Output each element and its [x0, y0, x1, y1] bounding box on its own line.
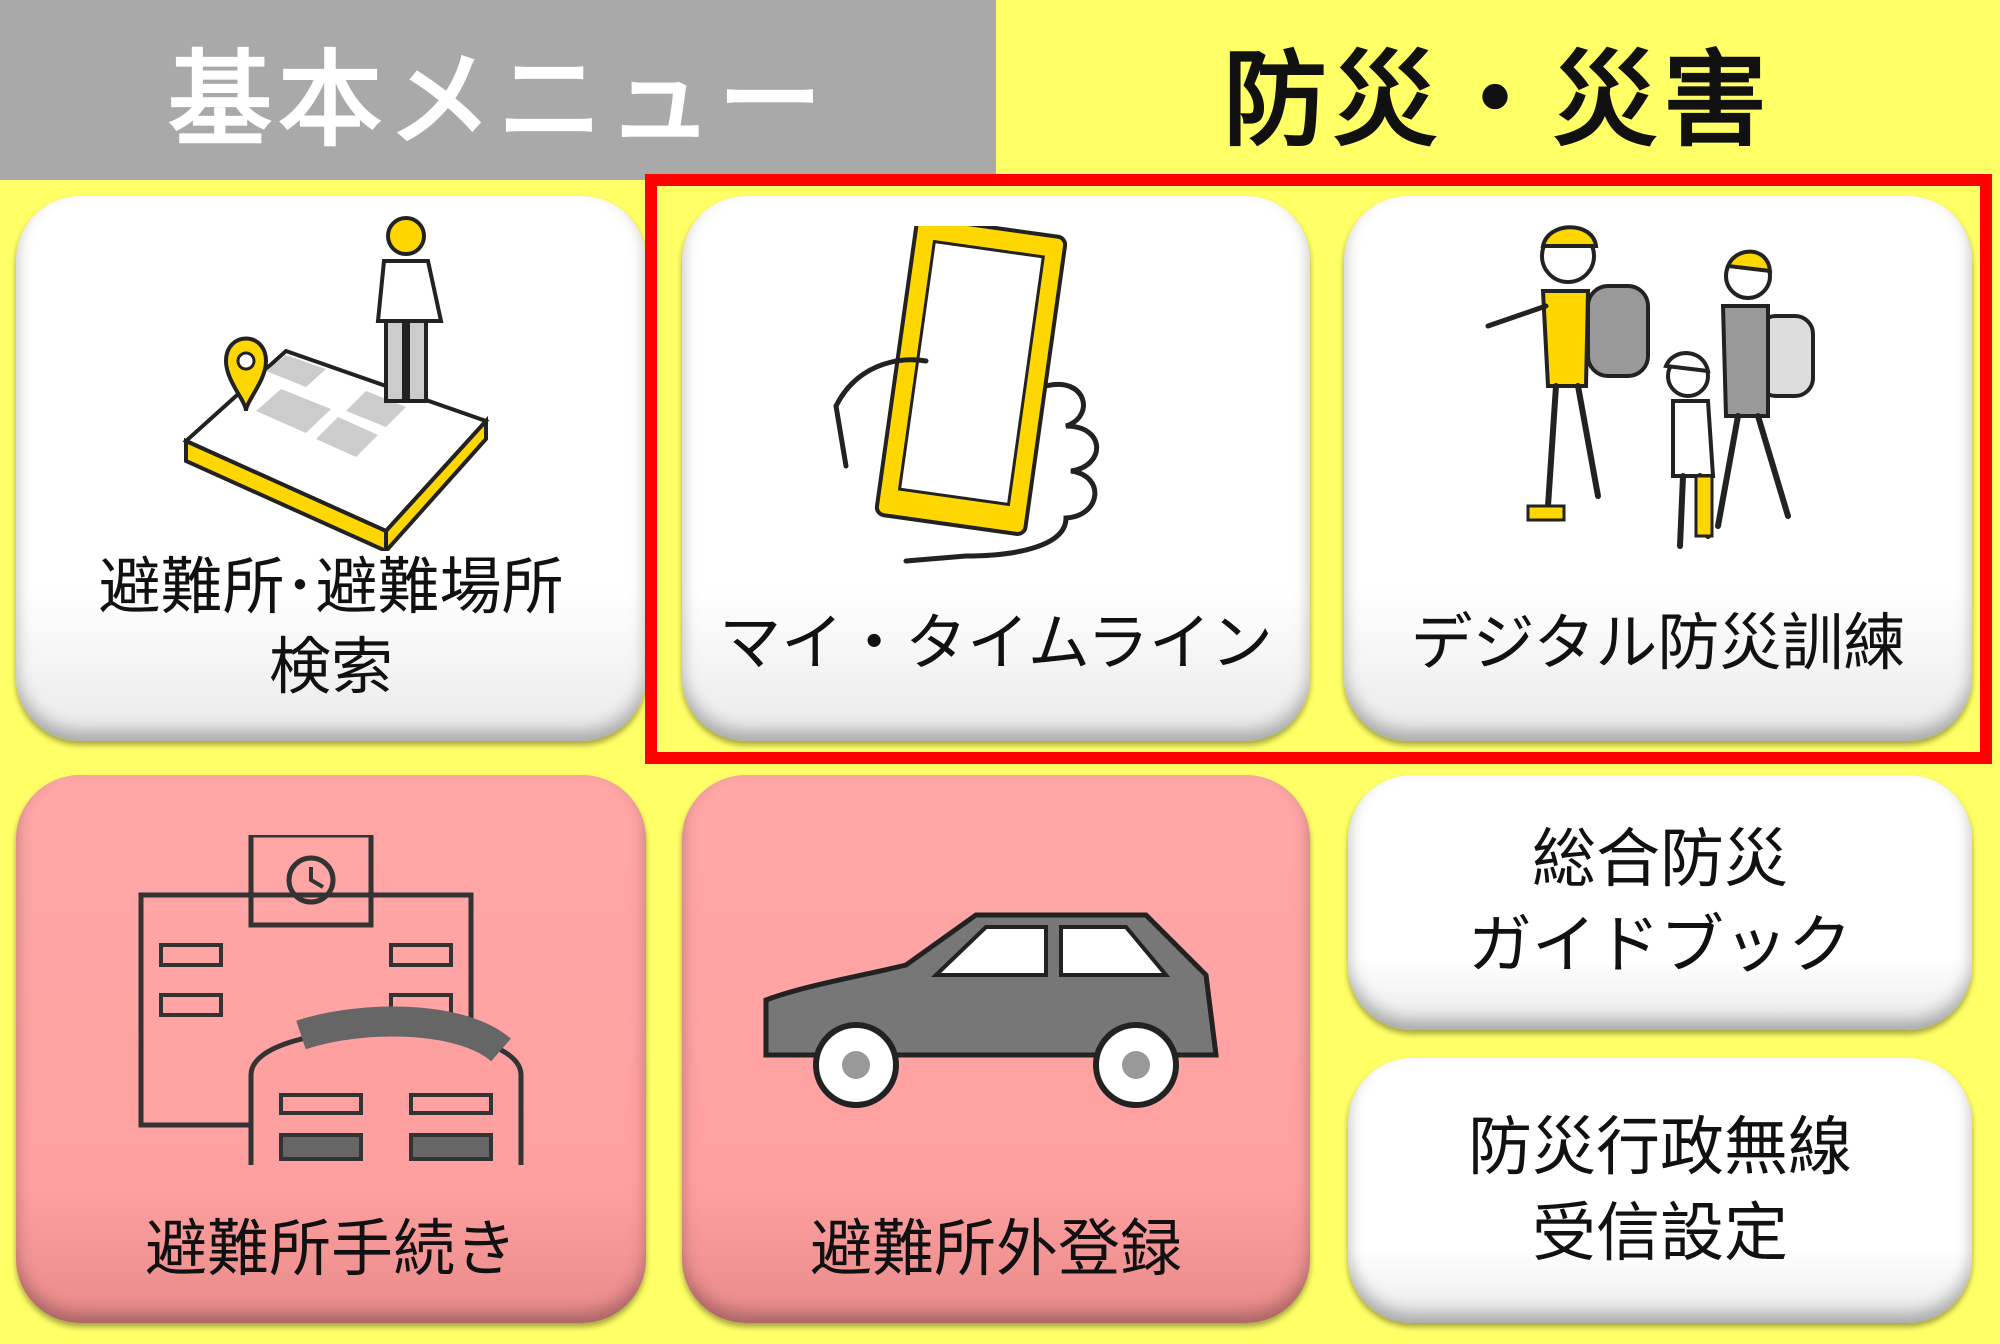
map-person-icon [182, 216, 490, 551]
shelter-search-button[interactable]: 避難所･避難場所 検索 [16, 196, 646, 741]
shelter-search-label: 避難所･避難場所 検索 [98, 550, 564, 703]
guidebook-button[interactable]: 総合防災 ガイドブック [1348, 775, 1972, 1030]
school-building-icon [138, 835, 524, 1165]
outside-shelter-register-button[interactable]: 避難所外登録 [682, 775, 1310, 1323]
my-timeline-label: マイ・タイムライン [719, 606, 1273, 679]
shelter-procedure-button[interactable]: 避難所手続き [16, 775, 646, 1323]
digital-drill-label: デジタル防災訓練 [1410, 606, 1906, 679]
radio-setting-label: 防災行政無線 受信設定 [1468, 1110, 1852, 1271]
tab-disaster-prevention[interactable]: 防災・災害 [996, 0, 2000, 180]
digital-drill-button[interactable]: デジタル防災訓練 [1344, 196, 1972, 741]
tab-basic-menu[interactable]: 基本メニュー [0, 0, 996, 180]
guidebook-label: 総合防災 ガイドブック [1468, 822, 1852, 983]
evacuating-family-icon [1485, 225, 1815, 549]
outside-shelter-register-label: 避難所外登録 [809, 1212, 1182, 1285]
radio-setting-button[interactable]: 防災行政無線 受信設定 [1348, 1058, 1972, 1323]
smartphone-hand-icon [833, 226, 1100, 564]
shelter-procedure-label: 避難所手続き [144, 1212, 517, 1285]
car-icon [763, 912, 1219, 1108]
my-timeline-button[interactable]: マイ・タイムライン [682, 196, 1310, 741]
